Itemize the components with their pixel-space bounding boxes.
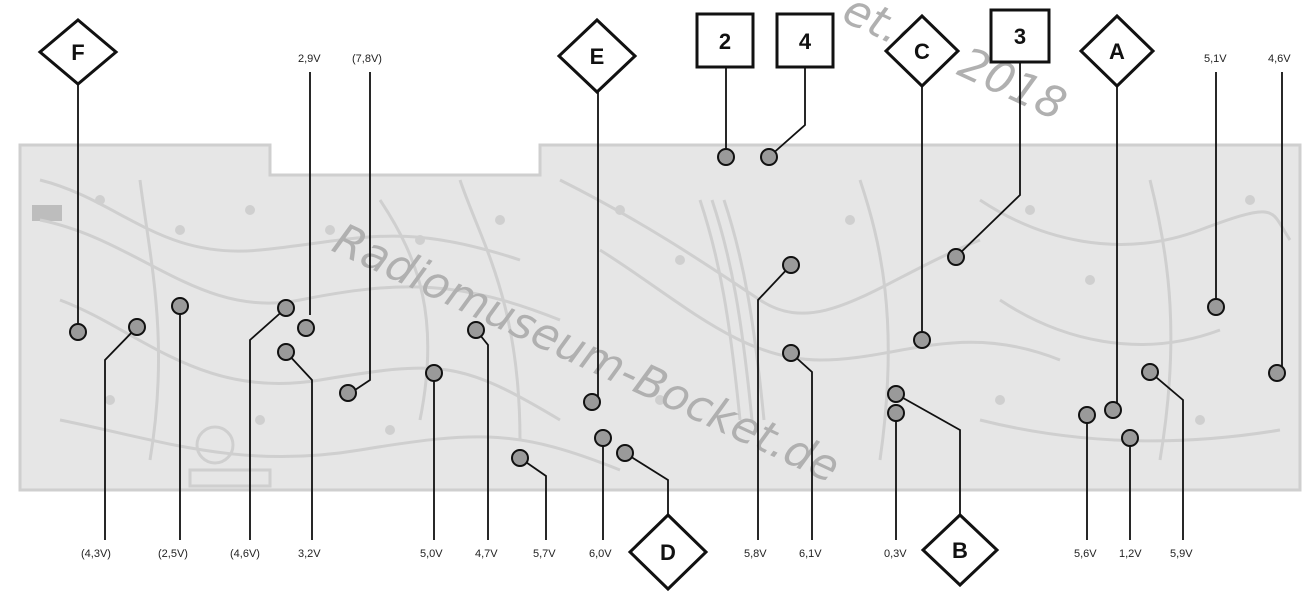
diamond-marker-c: C bbox=[883, 13, 961, 89]
square-marker-3: 3 bbox=[989, 8, 1051, 64]
marker-a-label: A bbox=[1109, 39, 1125, 64]
marker-f-label: F bbox=[71, 40, 84, 65]
voltage-label: 5,1V bbox=[1204, 53, 1227, 65]
test-point bbox=[887, 385, 905, 403]
test-point bbox=[782, 344, 800, 362]
voltage-label: 5,0V bbox=[420, 548, 443, 560]
test-point bbox=[277, 343, 295, 361]
pcb-traces bbox=[39, 178, 1292, 488]
diamond-marker-d: D bbox=[627, 512, 709, 592]
test-point bbox=[887, 404, 905, 422]
test-point bbox=[128, 318, 146, 336]
marker-c-label: C bbox=[914, 39, 930, 64]
voltage-label: 1,2V bbox=[1119, 548, 1142, 560]
test-point bbox=[511, 449, 529, 467]
voltage-label: 5,8V bbox=[744, 548, 767, 560]
diamond-marker-f: F bbox=[37, 18, 119, 86]
test-point bbox=[616, 444, 634, 462]
test-point bbox=[467, 321, 485, 339]
test-point bbox=[425, 364, 443, 382]
pcb-pads bbox=[95, 195, 1255, 435]
voltage-label: 5,6V bbox=[1074, 548, 1097, 560]
test-point bbox=[583, 393, 601, 411]
voltage-label: 4,6V bbox=[1268, 53, 1291, 65]
marker-e-label: E bbox=[590, 44, 605, 69]
voltage-label: (4,6V) bbox=[230, 548, 260, 560]
voltage-label: 3,2V bbox=[298, 548, 321, 560]
test-point bbox=[277, 299, 295, 317]
test-point bbox=[1104, 401, 1122, 419]
voltage-label: (7,8V) bbox=[352, 53, 382, 65]
test-point bbox=[1121, 429, 1139, 447]
diamond-marker-a: A bbox=[1078, 13, 1156, 89]
voltage-label: 5,7V bbox=[533, 548, 556, 560]
square-marker-4: 4 bbox=[775, 12, 835, 69]
pcb-board bbox=[18, 143, 1302, 492]
marker-3-label: 3 bbox=[1014, 24, 1026, 49]
voltage-label: 6,0V bbox=[589, 548, 612, 560]
voltage-label: 4,7V bbox=[475, 548, 498, 560]
test-point bbox=[1207, 298, 1225, 316]
leader-lines bbox=[77, 62, 1283, 540]
test-point bbox=[1268, 364, 1286, 382]
voltage-label: (2,5V) bbox=[158, 548, 188, 560]
diamond-marker-b: B bbox=[920, 512, 1000, 588]
test-point bbox=[339, 384, 357, 402]
test-point bbox=[171, 297, 189, 315]
marker-4-label: 4 bbox=[799, 29, 812, 54]
test-point bbox=[717, 148, 735, 166]
diamond-marker-e: E bbox=[556, 17, 638, 95]
test-point bbox=[594, 429, 612, 447]
test-point bbox=[782, 256, 800, 274]
test-point bbox=[760, 148, 778, 166]
square-marker-2: 2 bbox=[695, 12, 755, 69]
marker-b-label: B bbox=[952, 538, 968, 563]
voltage-label: 0,3V bbox=[884, 548, 907, 560]
voltage-label: 5,9V bbox=[1170, 548, 1193, 560]
test-point bbox=[913, 331, 931, 349]
board-edge-tab bbox=[32, 205, 62, 221]
voltage-label: 6,1V bbox=[799, 548, 822, 560]
test-point bbox=[297, 319, 315, 337]
test-point bbox=[1078, 406, 1096, 424]
voltage-label: 2,9V bbox=[298, 53, 321, 65]
test-point bbox=[1141, 363, 1159, 381]
test-point bbox=[947, 248, 965, 266]
test-points bbox=[69, 148, 1286, 467]
marker-2-label: 2 bbox=[719, 29, 731, 54]
voltage-label: (4,3V) bbox=[81, 548, 111, 560]
test-point bbox=[69, 323, 87, 341]
marker-d-label: D bbox=[660, 540, 676, 565]
